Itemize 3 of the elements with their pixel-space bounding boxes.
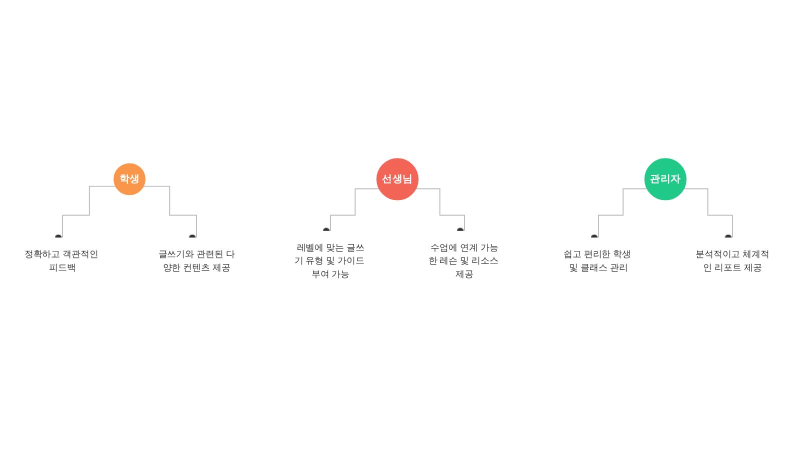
node-circle: 관리자	[644, 158, 687, 200]
node-circle: 선생님	[376, 158, 419, 200]
node-circle: 학생	[114, 163, 146, 196]
